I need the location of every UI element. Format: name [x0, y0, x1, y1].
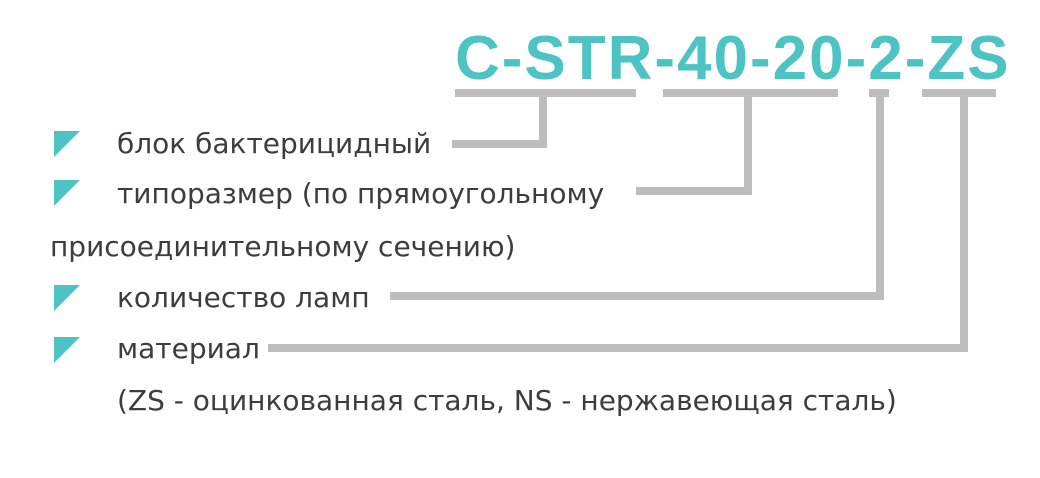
bullet-icon [54, 337, 80, 363]
bullet-icon [54, 180, 80, 206]
bullet-icon [54, 131, 80, 157]
leader-size [636, 93, 752, 195]
item-lamps-label: количество ламп [117, 278, 376, 318]
leader-block [452, 93, 547, 148]
item-size-label: типоразмер (по прямоугольному [117, 174, 611, 214]
item-block-label: блок бактерицидный [117, 124, 438, 164]
product-code: C-STR-40-20-2-ZS [455, 24, 1011, 93]
item-material-label: материал [117, 329, 266, 369]
leader-lamps [390, 93, 884, 300]
leader-material [268, 93, 968, 352]
bullet-icon [54, 285, 80, 311]
item-material-note: (ZS - оцинкованная сталь, NS - нержавеющ… [117, 381, 903, 421]
item-size-label-cont: присоединительному сечению) [50, 227, 522, 267]
